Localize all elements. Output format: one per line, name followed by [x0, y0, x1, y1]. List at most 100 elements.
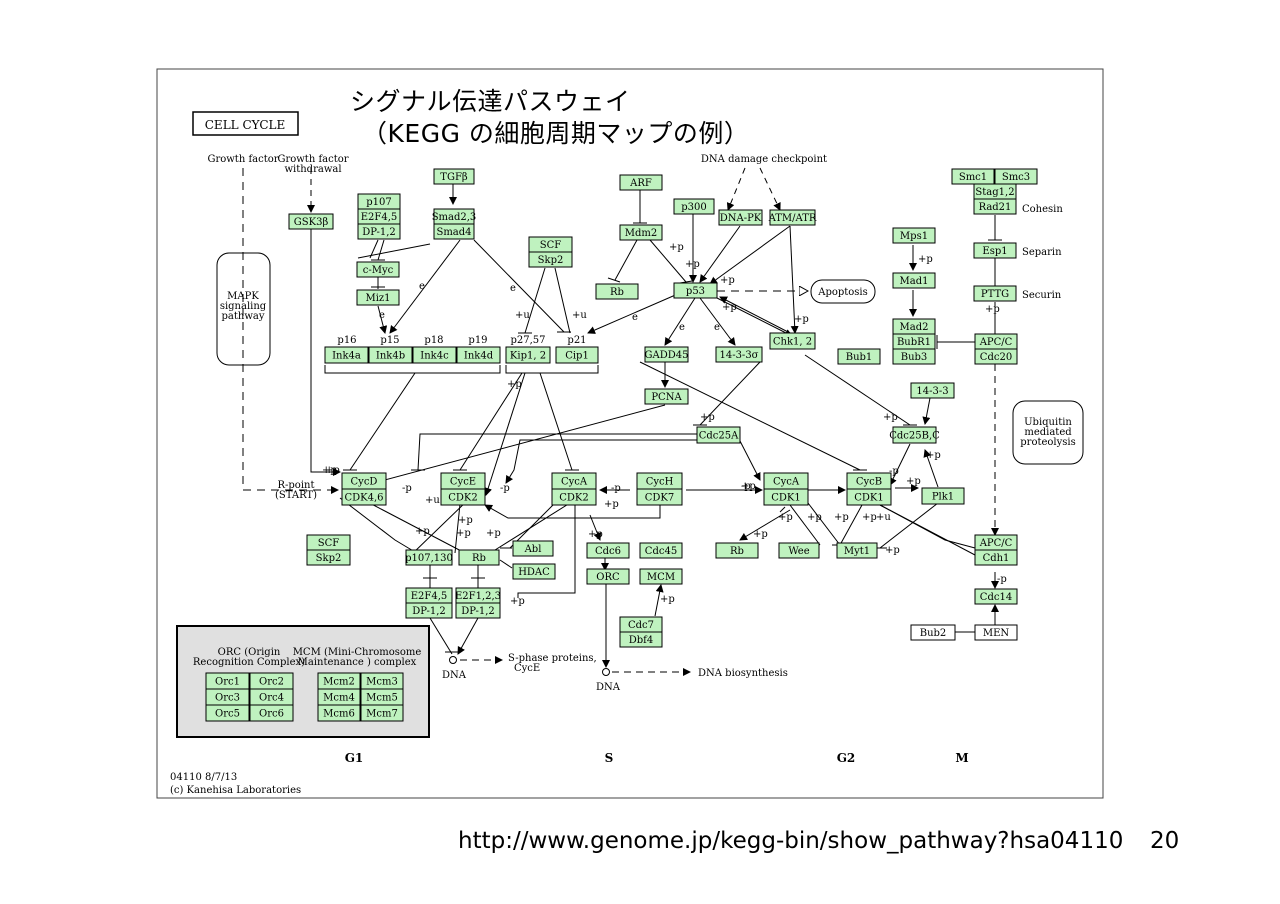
gene-node-cycb[interactable]: CycB — [846, 472, 892, 490]
gene-node-mps1[interactable]: Mps1 — [892, 227, 936, 244]
legend-orc-4[interactable]: Orc4 — [249, 688, 294, 706]
legend-orc-6[interactable]: Orc6 — [249, 704, 294, 722]
gene-node-cdk1_a[interactable]: CDK1 — [763, 488, 809, 506]
gene-node-bub3[interactable]: Bub3 — [892, 348, 936, 365]
svg-text:GSK3β: GSK3β — [294, 217, 329, 228]
gene-node-smad23[interactable]: Smad2,3 — [432, 208, 477, 225]
gene-node-orc[interactable]: ORC — [586, 568, 630, 585]
gene-node-miz1[interactable]: Miz1 — [356, 289, 400, 306]
gene-node-cych[interactable]: CycH — [636, 472, 683, 490]
gene-node-cdc14[interactable]: Cdc14 — [974, 588, 1018, 605]
gene-node-cyca_s[interactable]: CycA — [551, 472, 597, 490]
edge-label-p-26: +p — [660, 594, 675, 605]
gene-node-pcna[interactable]: PCNA — [644, 388, 689, 405]
legend-mcm-5[interactable]: Mcm5 — [360, 688, 404, 706]
legend-mcm-3[interactable]: Mcm3 — [360, 672, 404, 690]
gene-node-scf_bot[interactable]: SCF — [306, 534, 351, 551]
legend-orc-2[interactable]: Orc2 — [249, 672, 294, 690]
gene-node-e2f45_top[interactable]: E2F4,5 — [357, 208, 401, 225]
gene-node-cdh1[interactable]: Cdh1 — [974, 549, 1018, 566]
legend-orc-1[interactable]: Orc1 — [205, 672, 250, 690]
gene-node-skp2_bot[interactable]: Skp2 — [306, 549, 351, 566]
gene-node-bub1[interactable]: Bub1 — [837, 348, 881, 365]
gene-node-smc3[interactable]: Smc3 — [994, 168, 1038, 185]
gene-node-cmyc[interactable]: c-Myc — [356, 261, 400, 278]
gene-node-men[interactable]: MEN — [974, 624, 1018, 641]
gene-node-smc1[interactable]: Smc1 — [951, 168, 995, 185]
gene-node-skp2_top[interactable]: Skp2 — [528, 251, 573, 268]
gene-node-ink4a[interactable]: Ink4a — [324, 346, 369, 364]
gene-node-e2f123[interactable]: E2F1,2,3 — [455, 587, 501, 604]
gene-node-myt1[interactable]: Myt1 — [836, 542, 878, 559]
gene-node-cdc20[interactable]: Cdc20 — [974, 348, 1018, 365]
legend-mcm-2[interactable]: Mcm2 — [317, 672, 361, 690]
gene-node-mcm[interactable]: MCM — [639, 568, 683, 585]
gene-node-cdc25bc[interactable]: Cdc25B,C — [889, 426, 940, 444]
gene-node-plk1[interactable]: Plk1 — [921, 487, 965, 505]
dna-node-1 — [449, 656, 457, 664]
gene-node-wee[interactable]: Wee — [778, 542, 820, 559]
gene-node-stag12[interactable]: Stag1,2 — [973, 183, 1017, 200]
gene-node-dp12_top[interactable]: DP-1,2 — [357, 223, 401, 240]
gene-node-p107130[interactable]: p107,130 — [405, 549, 453, 566]
gene-node-apcc_top[interactable]: APC/C — [974, 333, 1018, 350]
gene-node-apcc_bot[interactable]: APC/C — [974, 534, 1018, 551]
gene-node-ink4d[interactable]: Ink4d — [456, 346, 501, 364]
gene-node-p53[interactable]: p53 — [673, 282, 718, 299]
gene-node-cdc25a[interactable]: Cdc25A — [696, 426, 741, 444]
gene-node-bub2[interactable]: Bub2 — [910, 624, 956, 641]
legend-mcm-7[interactable]: Mcm7 — [360, 704, 404, 722]
legend-orc-5[interactable]: Orc5 — [205, 704, 250, 722]
gene-node-pttg[interactable]: PTTG — [973, 285, 1017, 302]
phase-g2: G2 — [837, 751, 856, 765]
gene-node-chk12[interactable]: Chk1, 2 — [769, 332, 816, 350]
gene-node-cycd[interactable]: CycD — [341, 472, 387, 490]
svg-text:CDK1: CDK1 — [854, 493, 884, 504]
legend-mcm-4[interactable]: Mcm4 — [317, 688, 361, 706]
gene-node-cdk2_a[interactable]: CDK2 — [551, 488, 597, 506]
gene-node-cdc6[interactable]: Cdc6 — [586, 542, 630, 559]
gene-node-bubr1[interactable]: BubR1 — [892, 333, 936, 350]
gene-node-mad2[interactable]: Mad2 — [892, 318, 936, 335]
gene-node-rb_g2[interactable]: Rb — [715, 542, 759, 559]
gene-node-dnapk[interactable]: DNA-PK — [718, 209, 763, 226]
gene-node-p300[interactable]: p300 — [673, 198, 715, 215]
gene-node-mdm2[interactable]: Mdm2 — [619, 224, 663, 241]
gene-node-dbf4[interactable]: Dbf4 — [619, 631, 663, 648]
gene-node-cdc7[interactable]: Cdc7 — [619, 616, 663, 633]
gene-node-dp12_bot2[interactable]: DP-1,2 — [455, 602, 501, 619]
gene-node-ink4c[interactable]: Ink4c — [412, 346, 457, 364]
legend-mcm-6[interactable]: Mcm6 — [317, 704, 361, 722]
gene-node-cdk7[interactable]: CDK7 — [636, 488, 683, 506]
gene-node-s1433s[interactable]: 14-3-3σ — [715, 346, 763, 363]
gene-node-kip12[interactable]: Kip1, 2 — [505, 346, 551, 364]
legend-orc-3[interactable]: Orc3 — [205, 688, 250, 706]
gene-node-cdc45[interactable]: Cdc45 — [639, 542, 683, 559]
gene-node-cyce[interactable]: CycE — [440, 472, 486, 490]
gene-node-e2f45_bot[interactable]: E2F4,5 — [405, 587, 453, 604]
gene-node-cyca_g2[interactable]: CycA — [763, 472, 809, 490]
gene-node-scf_top[interactable]: SCF — [528, 236, 573, 253]
gene-node-dp12_bot1[interactable]: DP-1,2 — [405, 602, 453, 619]
gene-node-cdk1_b[interactable]: CDK1 — [846, 488, 892, 506]
gene-node-abl[interactable]: Abl — [512, 540, 554, 557]
gene-node-cip1[interactable]: Cip1 — [555, 346, 599, 364]
gene-node-cdk46[interactable]: CDK4,6 — [341, 488, 387, 506]
gene-node-gsk3b[interactable]: GSK3β — [288, 213, 334, 230]
gene-node-rb_mid[interactable]: Rb — [458, 549, 500, 566]
gene-node-p107_top[interactable]: p107 — [357, 193, 401, 210]
gene-node-ink4b[interactable]: Ink4b — [368, 346, 413, 364]
gene-node-hdac[interactable]: HDAC — [512, 563, 556, 580]
gene-node-cdk2_e[interactable]: CDK2 — [440, 488, 486, 506]
gene-node-arf[interactable]: ARF — [619, 174, 663, 191]
gene-node-mad1[interactable]: Mad1 — [892, 272, 936, 289]
gene-node-s1433[interactable]: 14-3-3 — [910, 382, 955, 399]
gene-node-smad4[interactable]: Smad4 — [433, 223, 475, 240]
gene-node-rb_top[interactable]: Rb — [595, 283, 639, 300]
gene-node-esp1[interactable]: Esp1 — [973, 242, 1017, 259]
gene-node-atmatr[interactable]: ATM/ATR — [768, 209, 817, 226]
source-url[interactable]: http://www.genome.jp/kegg-bin/show_pathw… — [458, 828, 1124, 854]
gene-node-rad21[interactable]: Rad21 — [973, 198, 1017, 215]
gene-node-tgfb[interactable]: TGFβ — [433, 168, 475, 185]
gene-node-gadd45[interactable]: GADD45 — [644, 346, 689, 363]
